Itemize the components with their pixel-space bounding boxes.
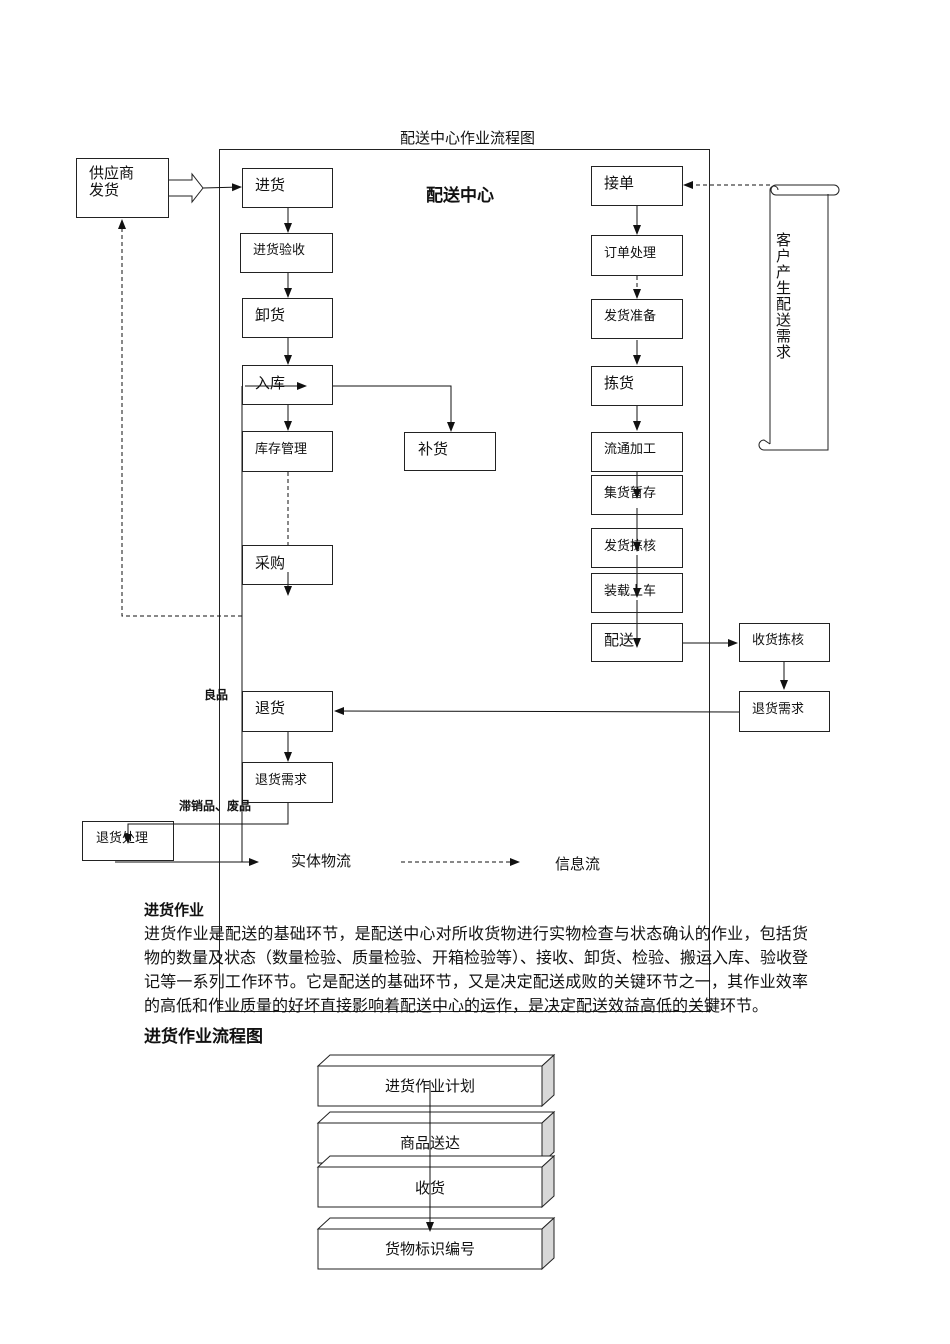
diagram-title: 配送中心作业流程图 [400, 129, 536, 147]
supplier-box: 供应商 发货 [76, 158, 169, 218]
step-return-process: 退货处理 [82, 821, 174, 861]
step-unload: 卸货 [242, 298, 333, 338]
step-order-process-label: 订单处理 [604, 246, 657, 261]
step-order-accept-label: 接单 [604, 174, 635, 192]
step-delivery-label: 配送 [604, 631, 635, 649]
customer-label: 客户产生配送需求 [776, 231, 792, 361]
step-processing-label: 流通加工 [604, 442, 657, 457]
slow-label: 滞销品、废品 [179, 799, 252, 813]
distribution-center-frame [219, 149, 710, 1012]
flow-step-arrival: 商品送达 [399, 1134, 460, 1152]
step-order-accept: 接单 [591, 166, 683, 206]
step-customer-check-label: 收货拣核 [752, 633, 805, 648]
step-return-demand-customer-label: 退货需求 [752, 702, 805, 717]
step-replenish-label: 补货 [418, 440, 449, 458]
step-delivery: 配送 [591, 623, 683, 662]
step-replenish: 补货 [404, 432, 496, 471]
step-ship-prepare: 发货准备 [591, 299, 683, 339]
legend-physical: 实体物流 [291, 852, 352, 870]
step-return-demand-customer: 退货需求 [739, 691, 830, 732]
step-ship-check-label: 发货拣核 [604, 539, 657, 554]
flow-step-label: 货物标识编号 [384, 1240, 475, 1258]
step-loading-label: 装载上车 [604, 584, 657, 599]
step-receive: 进货 [242, 168, 333, 208]
step-return-process-label: 退货处理 [96, 831, 149, 846]
step-order-process: 订单处理 [591, 235, 683, 276]
step-storage: 入库 [242, 365, 333, 405]
step-processing: 流通加工 [591, 432, 683, 472]
step-return-demand: 退货需求 [242, 762, 333, 803]
flow-step-plan: 进货作业计划 [384, 1077, 475, 1095]
step-picking: 拣货 [591, 366, 683, 406]
step-ship-check: 发货拣核 [591, 528, 683, 568]
step-loading: 装载上车 [591, 573, 683, 613]
chart-heading: 进货作业流程图 [144, 1022, 263, 1047]
step-purchase: 采购 [242, 545, 333, 585]
step-staging: 集货暂存 [591, 475, 683, 515]
step-purchase-label: 采购 [255, 554, 286, 572]
flow-step-receive: 收货 [414, 1179, 445, 1197]
step-inventory: 库存管理 [242, 431, 333, 472]
step-return: 退货 [242, 691, 333, 732]
section-heading: 进货作业 [144, 901, 205, 919]
step-return-demand-label: 退货需求 [255, 773, 308, 788]
step-unload-label: 卸货 [255, 306, 286, 324]
step-receive-label: 进货 [255, 176, 286, 194]
step-storage-label: 入库 [255, 374, 286, 392]
step-picking-label: 拣货 [604, 374, 635, 392]
step-receive-check-label: 进货验收 [253, 243, 306, 258]
step-staging-label: 集货暂存 [604, 486, 657, 501]
step-receive-check: 进货验收 [240, 233, 333, 273]
step-customer-check: 收货拣核 [739, 623, 830, 662]
legend-info: 信息流 [555, 855, 601, 873]
center-label: 配送中心 [426, 186, 494, 206]
step-inventory-label: 库存管理 [255, 442, 308, 457]
section-paragraph: 进货作业是配送的基础环节，是配送中心对所收货物进行实物检查与状态确认的作业，包括… [144, 924, 809, 1015]
supplier-label: 供应商 发货 [89, 164, 135, 199]
good-label: 良品 [204, 688, 229, 702]
supplier-double-arrow [169, 172, 204, 204]
step-return-label: 退货 [255, 699, 286, 717]
step-ship-prepare-label: 发货准备 [604, 309, 657, 324]
customer-scroll [758, 184, 840, 451]
